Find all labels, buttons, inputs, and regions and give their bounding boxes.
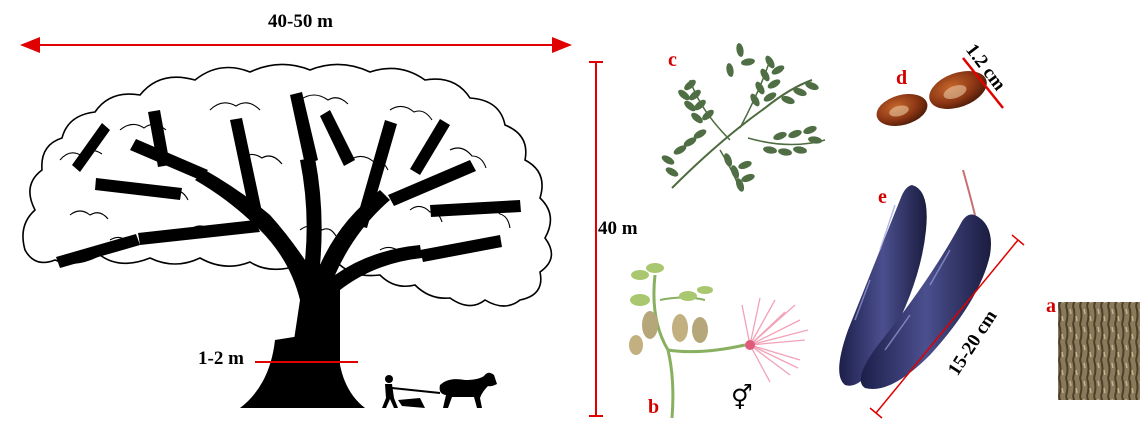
panel-label-c: c [668,49,677,72]
compound-leaf-icon [660,42,825,192]
panel-label-a: a [1046,295,1056,318]
panel-label-b: b [648,396,659,419]
bark-texture-icon [1058,302,1140,400]
hermaphrodite-symbol: ⚥ [731,384,753,412]
tree-silhouette-icon [23,64,551,408]
height-label: 40 m [598,218,638,240]
trunk-diameter-label: 1-2 m [198,348,244,370]
panel-label-e: e [878,186,887,209]
farmer-horse-plough-icon [382,373,497,408]
crown-width-label: 40-50 m [268,11,333,33]
flower-branch-icon [629,263,808,418]
panel-label-d: d [896,67,907,90]
